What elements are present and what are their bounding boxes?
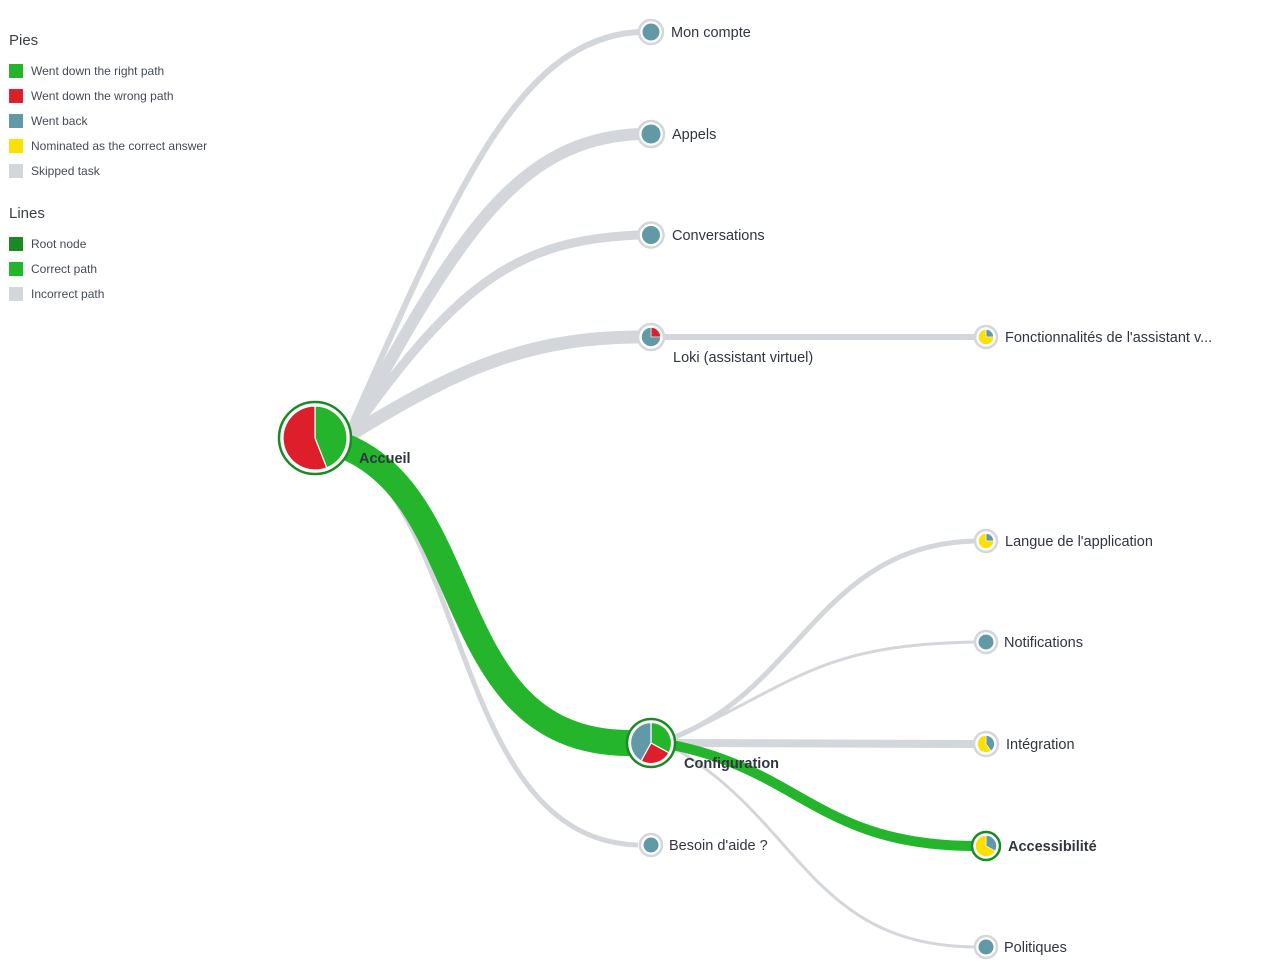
legend-label: Root node [31,236,87,251]
legend-label: Skipped task [31,163,100,178]
node-label-configuration: Configuration [684,756,779,772]
swatch-wrong-path [9,88,23,103]
node-label-accueil: Accueil [359,451,411,467]
legend-label: Nominated as the correct answer [31,138,208,153]
pie-loki [641,327,661,347]
pie-fonctionnalites [978,329,994,345]
node-politiques[interactable]: Politiques [973,934,1067,960]
pie-slice-back [641,327,661,347]
node-label-appels: Appels [672,127,716,143]
node-label-politiques: Politiques [1004,940,1067,956]
node-accessibilite[interactable]: Accessibilité [970,830,1097,862]
pie-slice-correct [314,405,348,469]
pie-notifications [978,634,994,650]
link-config-langue [671,538,976,741]
pie-mon-compte [642,23,660,41]
pie-slice-nominated [978,329,994,345]
link-accueil-conversations [348,230,639,435]
legend-lines-title: Lines [9,205,45,222]
swatch-skipped [9,163,23,178]
pie-slice-wrong [282,405,328,471]
node-accueil[interactable]: Accueil [277,400,411,476]
pie-slice-wrong [640,742,670,765]
legend-item-went-back: Went back [9,108,207,133]
legend-item-nominated: Nominated as the correct answer [9,133,207,158]
pie-slice-nominated [978,533,994,549]
legend-item-incorrect-path: Incorrect path [9,281,207,306]
pie-politiques [978,939,994,955]
link-config-accessibilite [671,740,976,851]
legend-item-wrong-path: Went down the wrong path [9,83,207,108]
node-label-loki: Loki (assistant virtuel) [673,350,813,366]
swatch-went-back [9,113,23,128]
pie-accueil [282,405,348,471]
tree-links [338,29,976,949]
pie-slice-back [629,721,652,762]
node-label-integration: Intégration [1006,737,1075,753]
pie-integration [977,735,995,753]
swatch-incorrect-path [9,286,23,301]
legend-pies-title: Pies [9,32,39,49]
node-label-langue: Langue de l'application [1005,534,1153,550]
node-notifications[interactable]: Notifications [973,629,1083,655]
swatch-root-node [9,236,23,251]
legend-item-root-node: Root node [9,231,207,256]
pie-slice-back [985,735,995,752]
node-fonctionnalites[interactable]: Fonctionnalités de l'assistant v... [973,324,1212,350]
swatch-right-path [9,63,23,78]
pie-besoin-aide [643,837,659,853]
link-accueil-mon-compte [347,29,639,430]
node-loki[interactable]: Loki (assistant virtuel) [636,322,813,366]
node-label-mon-compte: Mon compte [671,25,751,41]
legend-label: Incorrect path [31,286,105,301]
legend-label: Went back [31,113,88,128]
node-configuration[interactable]: Configuration [625,717,779,772]
node-label-besoin-aide: Besoin d'aide ? [669,838,768,854]
pie-conversations [642,226,660,244]
pie-appels [641,124,661,144]
swatch-nominated [9,138,23,153]
legend-item-correct-path: Correct path [9,256,207,281]
link-config-integration [673,739,976,748]
node-besoin-aide[interactable]: Besoin d'aide ? [638,832,768,858]
pie-slice-nominated [975,835,996,857]
legend-item-right-path: Went down the right path [9,58,207,83]
pie-langue [978,533,994,549]
pie-slice-nominated [977,735,992,753]
link-accueil-configuration [338,433,633,757]
tree-nodes: Accueil Mon compte Appels Conversations … [277,18,1212,960]
legend-label: Correct path [31,261,98,276]
link-accueil-loki [348,330,639,440]
link-config-notifications [671,640,976,742]
node-appels[interactable]: Appels [636,119,716,149]
legend-label: Went down the wrong path [31,88,174,103]
node-label-notifications: Notifications [1004,635,1083,651]
swatch-correct-path [9,261,23,276]
node-integration[interactable]: Intégration [972,730,1075,758]
legend: Pies Went down the right path Went down … [9,30,207,306]
pie-accessibilite [975,835,997,857]
link-config-politiques [673,746,976,949]
node-label-fonctionnalites: Fonctionnalités de l'assistant v... [1005,330,1212,346]
node-langue[interactable]: Langue de l'application [973,528,1153,554]
link-accueil-appels [346,128,639,433]
pie-configuration [629,721,673,765]
node-label-conversations: Conversations [672,228,765,244]
node-label-accessibilite: Accessibilité [1008,839,1097,855]
legend-item-skipped: Skipped task [9,158,207,183]
legend-label: Went down the right path [31,63,165,78]
node-conversations[interactable]: Conversations [637,221,765,249]
node-mon-compte[interactable]: Mon compte [637,18,751,46]
